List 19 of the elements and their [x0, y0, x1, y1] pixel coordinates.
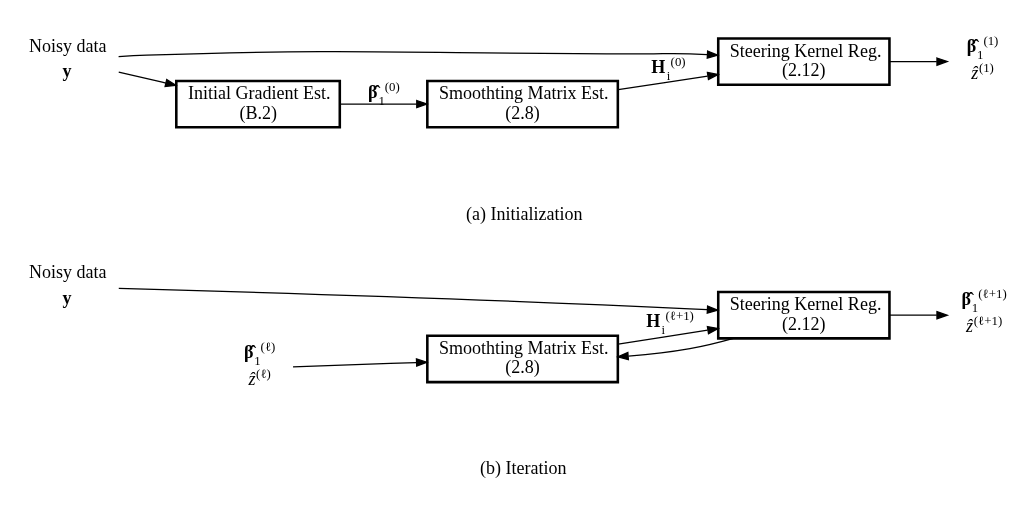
arrow — [889, 310, 950, 320]
arrow — [118, 287, 720, 314]
node-box: Smoothting Matrix Est. (2.8) — [426, 334, 620, 383]
arrow — [615, 337, 735, 361]
node-box: Initial Gradient Est. (B.2) — [175, 79, 342, 129]
arrow — [118, 71, 178, 87]
arrow — [339, 99, 429, 109]
arrow — [617, 71, 721, 90]
node-box: Smoothting Matrix Est. (2.8) — [426, 79, 620, 129]
arrow — [889, 56, 950, 66]
label: (a) Initialization — [465, 203, 583, 224]
node-text: Noisy data y — [28, 35, 107, 81]
arrow — [117, 49, 720, 59]
node-box: Steering Kernel Reg. (2.12) — [716, 36, 891, 86]
label: (b) Iteration — [480, 457, 567, 478]
arrow — [617, 325, 721, 345]
arrow — [292, 357, 429, 367]
node-text: Noisy data y — [28, 261, 107, 308]
node-box: Steering Kernel Reg. (2.12) — [716, 290, 891, 340]
